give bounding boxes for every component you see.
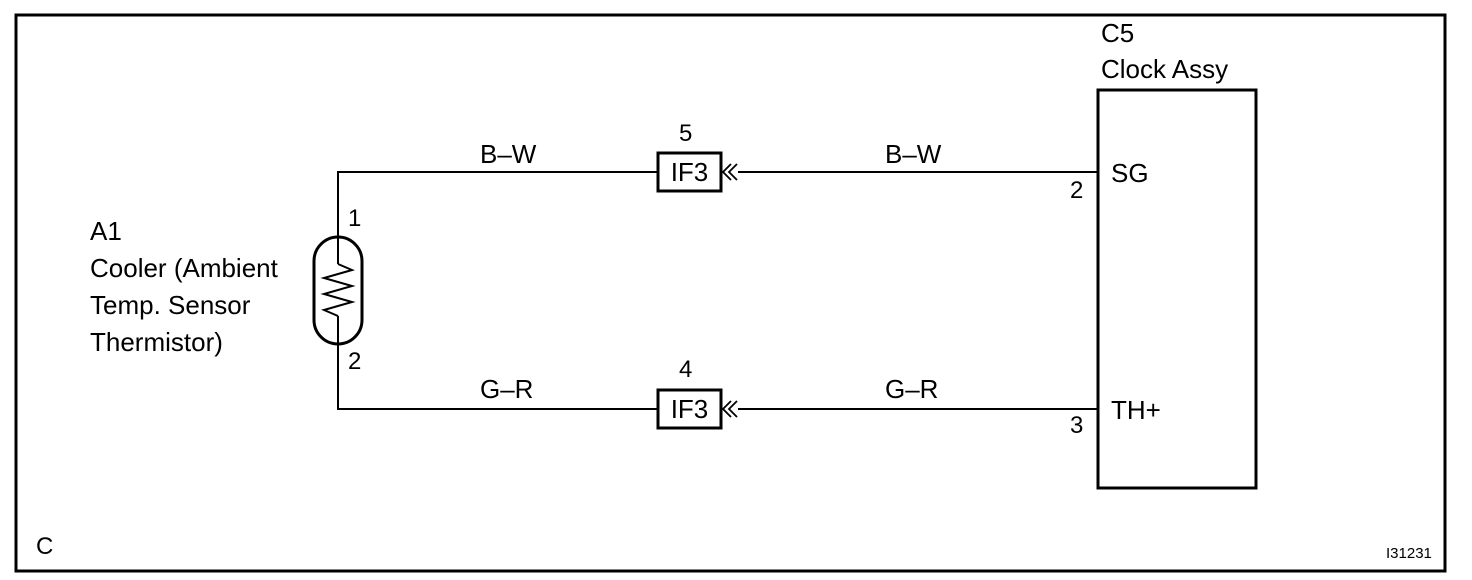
wire-bw-left-label: B–W xyxy=(480,139,537,169)
connector-if3-bottom-label: IF3 xyxy=(671,394,709,424)
connector-if3-top xyxy=(656,151,723,193)
figure-id: I31231 xyxy=(1386,545,1432,562)
connector-if3-bottom-pin: 4 xyxy=(679,356,692,383)
wire-bw-right-label: B–W xyxy=(885,139,942,169)
sensor-code: A1 xyxy=(90,216,122,246)
wire-gr-left-label: G–R xyxy=(480,374,533,404)
connector-chevron-icon xyxy=(727,400,738,418)
corner-label: C xyxy=(36,533,53,560)
connector-if3-bottom xyxy=(656,388,723,430)
connector-if3-top-pin: 5 xyxy=(679,120,692,147)
wire-gr-right-label: G–R xyxy=(885,374,938,404)
sensor-name-line-2: Temp. Sensor xyxy=(90,290,251,320)
clock-pin-3: 3 xyxy=(1070,412,1083,439)
wire-bw-left xyxy=(337,171,658,237)
sensor-pin-2: 2 xyxy=(348,348,361,375)
connector-if3-top-label: IF3 xyxy=(671,157,709,187)
wire-gr-left xyxy=(337,344,658,410)
connector-chevron-icon xyxy=(721,400,732,418)
clock-assy-box xyxy=(1096,88,1258,490)
thermistor-resistor-symbol xyxy=(320,263,356,317)
clock-terminal-th: TH+ xyxy=(1111,395,1161,425)
sensor-pin-1: 1 xyxy=(348,205,361,232)
sensor-name-line-3: Thermistor) xyxy=(90,327,223,357)
clock-name: Clock Assy xyxy=(1101,54,1228,84)
connector-chevron-icon xyxy=(721,163,732,181)
clock-terminal-sg: SG xyxy=(1111,158,1149,188)
clock-code: C5 xyxy=(1101,18,1134,48)
sensor-name-line-1: Cooler (Ambient xyxy=(90,253,279,283)
connector-chevron-icon xyxy=(727,163,738,181)
clock-pin-2: 2 xyxy=(1070,177,1083,204)
diagram-border xyxy=(14,13,1447,573)
